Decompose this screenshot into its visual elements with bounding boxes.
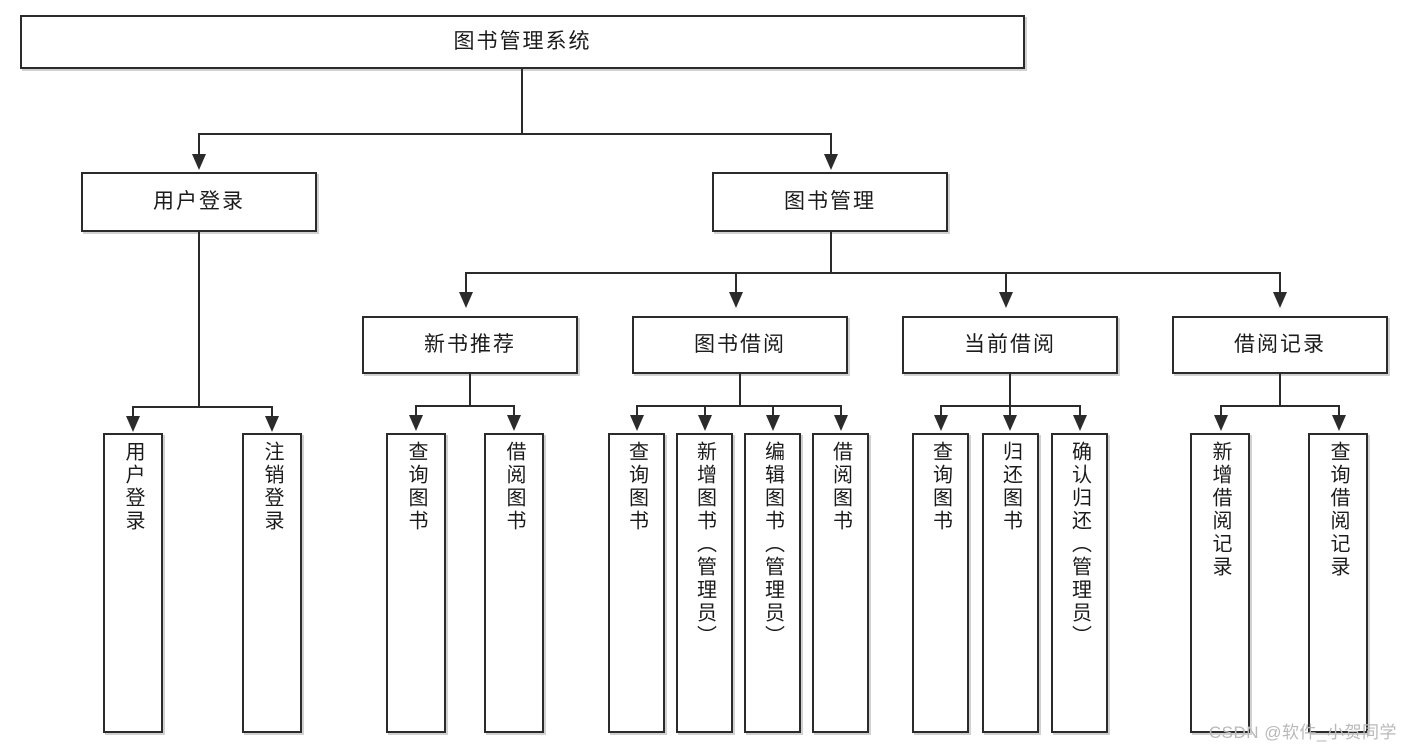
arrowhead-leaf-confirm-return-admin xyxy=(1073,415,1087,431)
connector-br-leaf1 xyxy=(1220,405,1222,418)
connector-bb-leaf2 xyxy=(704,405,706,418)
arrowhead-leaf-add-book-admin xyxy=(698,415,712,431)
connector-user-login-leaf2 xyxy=(271,406,273,419)
arrowhead-current-borrow xyxy=(999,292,1013,308)
arrowhead-user-login xyxy=(192,154,206,170)
arrowhead-leaf-edit-book-admin xyxy=(766,415,780,431)
arrowhead-leaf-query-borrow-record xyxy=(1332,415,1346,431)
node-leaf-borrow-book-2[interactable]: 借阅图书 xyxy=(812,433,869,733)
connector-bb-leaf3 xyxy=(772,405,774,418)
node-leaf-query-borrow-record[interactable]: 查询借阅记录 xyxy=(1308,433,1368,733)
arrowhead-leaf-query-book-1 xyxy=(409,415,423,431)
arrowhead-leaf-return-book xyxy=(1003,415,1017,431)
node-label: 新书推荐 xyxy=(424,332,516,356)
node-label: 归还图书 xyxy=(999,441,1022,533)
connector-book-borrow-bus xyxy=(636,405,841,407)
node-label: 用户登录 xyxy=(153,189,245,213)
arrowhead-leaf-user-login xyxy=(126,416,140,432)
node-label: 新增借阅记录 xyxy=(1209,441,1231,579)
arrowhead-leaf-borrow-book-2 xyxy=(834,415,848,431)
node-label: 查询图书 xyxy=(929,441,952,533)
arrowhead-leaf-borrow-book-1 xyxy=(507,415,521,431)
node-label: 借阅记录 xyxy=(1234,332,1326,356)
connector-cb-leaf1 xyxy=(940,405,942,418)
node-current-borrow[interactable]: 当前借阅 xyxy=(902,316,1118,374)
connector-to-book-management xyxy=(830,133,832,157)
node-label: 借阅图书 xyxy=(829,441,852,533)
connector-nbr-leaf2 xyxy=(513,405,515,418)
connector-user-login-bus xyxy=(132,406,272,408)
connector-to-book-borrow xyxy=(735,272,737,294)
connector-current-borrow-down xyxy=(1009,374,1011,406)
connector-to-borrow-record xyxy=(1279,272,1281,294)
connector-new-book-recommend-bus xyxy=(415,405,514,407)
watermark-text: CSDN @软件_小贺同学 xyxy=(1208,723,1397,742)
connector-user-login-leaf1 xyxy=(132,406,134,419)
node-label: 编辑图书（管理员） xyxy=(761,441,784,648)
node-book-management[interactable]: 图书管理 xyxy=(712,172,948,232)
node-label: 查询图书 xyxy=(625,441,648,533)
connector-to-current-borrow xyxy=(1005,272,1007,294)
node-book-borrow[interactable]: 图书借阅 xyxy=(632,316,848,374)
node-label: 查询借阅记录 xyxy=(1327,441,1349,579)
arrowhead-book-management xyxy=(824,154,838,170)
connector-book-borrow-down xyxy=(739,374,741,406)
node-label: 借阅图书 xyxy=(503,441,525,533)
connector-cb-leaf3 xyxy=(1079,405,1081,418)
connector-book-management-down xyxy=(830,232,832,273)
connector-user-login-down xyxy=(198,232,200,407)
node-borrow-record[interactable]: 借阅记录 xyxy=(1172,316,1388,374)
node-leaf-query-book-3[interactable]: 查询图书 xyxy=(912,433,969,733)
node-user-login[interactable]: 用户登录 xyxy=(81,172,317,232)
connector-root-down xyxy=(521,69,523,134)
arrowhead-leaf-query-book-3 xyxy=(934,415,948,431)
node-label: 注销登录 xyxy=(261,441,283,533)
node-leaf-add-book-admin[interactable]: 新增图书（管理员） xyxy=(676,433,733,733)
arrowhead-leaf-logout-login xyxy=(265,416,279,432)
node-leaf-borrow-book-1[interactable]: 借阅图书 xyxy=(484,433,544,733)
connector-borrow-record-bus xyxy=(1220,405,1339,407)
arrowhead-borrow-record xyxy=(1273,292,1287,308)
node-root-system[interactable]: 图书管理系统 xyxy=(20,15,1025,69)
arrowhead-new-book-recommend xyxy=(459,292,473,308)
connector-borrow-record-down xyxy=(1279,374,1281,406)
node-leaf-user-login[interactable]: 用户登录 xyxy=(103,433,163,733)
node-label: 图书管理 xyxy=(784,189,876,213)
connector-new-book-recommend-down xyxy=(469,374,471,406)
node-leaf-logout-login[interactable]: 注销登录 xyxy=(242,433,302,733)
connector-bb-leaf1 xyxy=(636,405,638,418)
connector-to-new-book-recommend xyxy=(465,272,467,294)
connector-br-leaf2 xyxy=(1338,405,1340,418)
connector-bb-leaf4 xyxy=(840,405,842,418)
node-leaf-add-borrow-record[interactable]: 新增借阅记录 xyxy=(1190,433,1250,733)
node-leaf-query-book-1[interactable]: 查询图书 xyxy=(386,433,446,733)
arrowhead-book-borrow xyxy=(729,292,743,308)
connector-to-user-login xyxy=(198,133,200,157)
node-new-book-recommend[interactable]: 新书推荐 xyxy=(362,316,578,374)
arrowhead-leaf-add-borrow-record xyxy=(1214,415,1228,431)
connector-level2-bus xyxy=(198,133,832,135)
connector-level3-bus xyxy=(465,272,1280,274)
node-label: 当前借阅 xyxy=(964,332,1056,356)
node-label: 查询图书 xyxy=(405,441,427,533)
node-label: 用户登录 xyxy=(122,441,144,533)
node-leaf-confirm-return-admin[interactable]: 确认归还（管理员） xyxy=(1051,433,1108,733)
connector-nbr-leaf1 xyxy=(415,405,417,418)
node-label: 图书管理系统 xyxy=(453,29,592,53)
arrowhead-leaf-query-book-2 xyxy=(630,415,644,431)
node-label: 新增图书（管理员） xyxy=(693,441,716,648)
node-leaf-return-book[interactable]: 归还图书 xyxy=(982,433,1039,733)
connector-cb-leaf2 xyxy=(1009,405,1011,418)
node-label: 图书借阅 xyxy=(694,332,786,356)
node-leaf-edit-book-admin[interactable]: 编辑图书（管理员） xyxy=(744,433,801,733)
node-label: 确认归还（管理员） xyxy=(1068,441,1091,648)
node-leaf-query-book-2[interactable]: 查询图书 xyxy=(608,433,665,733)
